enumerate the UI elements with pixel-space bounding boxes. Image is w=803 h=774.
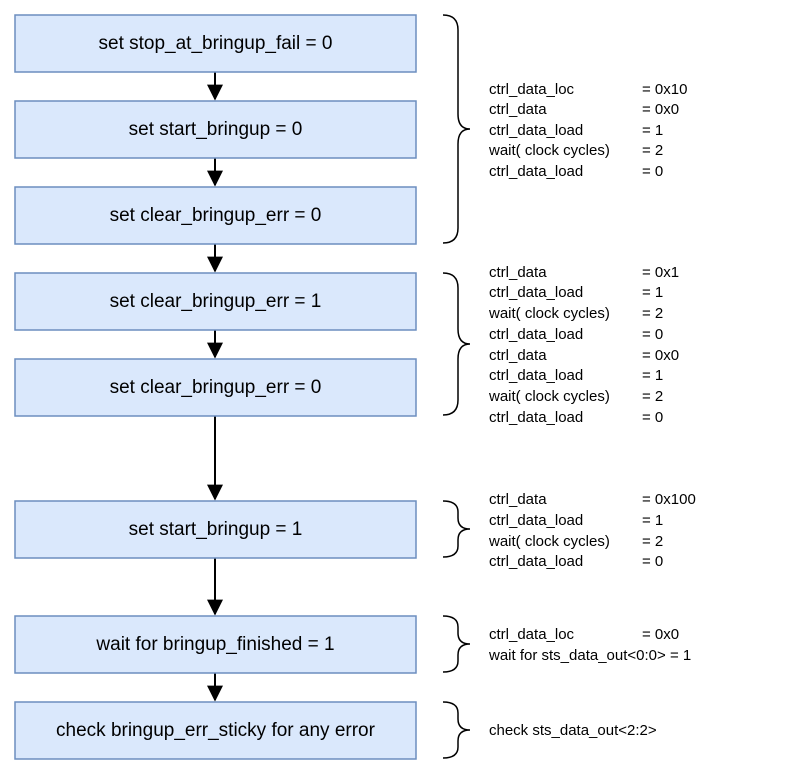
step-box-1: set stop_at_bringup_fail = 0 [14, 14, 417, 73]
note-value: = 0x0 [642, 101, 679, 118]
note-name: check sts_data_out<2:2> [489, 722, 657, 739]
note-value: = 1 [642, 284, 663, 301]
step-box-8: check bringup_err_sticky for any error [14, 701, 417, 760]
note-name: wait( clock cycles) [488, 388, 610, 405]
note-value: = 0 [642, 163, 663, 180]
step-box-2: set start_bringup = 0 [14, 100, 417, 159]
note-name: ctrl_data_loc [489, 626, 575, 643]
note-value: = 1 [642, 512, 663, 529]
brace-3 [442, 500, 471, 558]
note-value: = 0x100 [642, 491, 696, 508]
step-box-5: set clear_bringup_err = 0 [14, 358, 417, 417]
note-value: = 2 [642, 142, 663, 159]
note-name: wait( clock cycles) [488, 533, 610, 550]
note-value: = 2 [642, 533, 663, 550]
step-box-7: wait for bringup_finished = 1 [14, 615, 417, 674]
step-label: set start_bringup = 0 [129, 119, 303, 140]
note-value: = 0x10 [642, 81, 687, 98]
note-name: ctrl_data_load [489, 367, 583, 384]
braces [442, 14, 471, 759]
note-name: ctrl_data [489, 264, 547, 281]
note-block-2: ctrl_data = 0x1 ctrl_data_load = 1 wait(… [488, 264, 679, 426]
note-value: = 0x1 [642, 264, 679, 281]
step-box-4: set clear_bringup_err = 1 [14, 272, 417, 331]
note-name: wait( clock cycles) [488, 305, 610, 322]
note-value: = 2 [642, 388, 663, 405]
note-name: ctrl_data_load [489, 409, 583, 426]
note-name: ctrl_data_loc [489, 81, 575, 98]
step-label: set stop_at_bringup_fail = 0 [99, 33, 333, 54]
brace-4 [442, 615, 471, 673]
note-value: = 1 [642, 367, 663, 384]
step-label: check bringup_err_sticky for any error [56, 720, 376, 741]
step-label: set clear_bringup_err = 0 [110, 377, 322, 398]
note-name: ctrl_data [489, 101, 547, 118]
note-value: = 0x0 [642, 626, 679, 643]
note-name: wait for sts_data_out<0:0> = 1 [488, 647, 691, 664]
note-value: = 0 [642, 326, 663, 343]
step-label: set start_bringup = 1 [129, 519, 303, 540]
brace-2 [442, 272, 471, 416]
note-block-3: ctrl_data = 0x100 ctrl_data_load = 1 wai… [488, 491, 696, 570]
note-block-4: ctrl_data_loc = 0x0 wait for sts_data_ou… [488, 626, 691, 664]
brace-5 [442, 701, 471, 759]
note-name: ctrl_data [489, 347, 547, 364]
note-name: ctrl_data_load [489, 326, 583, 343]
note-name: ctrl_data_load [489, 122, 583, 139]
note-name: ctrl_data_load [489, 284, 583, 301]
note-block-1: ctrl_data_loc = 0x10 ctrl_data = 0x0 ctr… [488, 81, 687, 180]
note-value: = 1 [642, 122, 663, 139]
note-block-5: check sts_data_out<2:2> [489, 722, 657, 739]
step-box-6: set start_bringup = 1 [14, 500, 417, 559]
step-label: set clear_bringup_err = 1 [110, 291, 322, 312]
step-label: set clear_bringup_err = 0 [110, 205, 322, 226]
brace-1 [442, 14, 471, 244]
step-box-3: set clear_bringup_err = 0 [14, 186, 417, 245]
note-name: wait( clock cycles) [488, 142, 610, 159]
note-value: = 0 [642, 409, 663, 426]
note-value: = 2 [642, 305, 663, 322]
step-label: wait for bringup_finished = 1 [95, 634, 334, 655]
note-value: = 0x0 [642, 347, 679, 364]
note-value: = 0 [642, 553, 663, 570]
note-name: ctrl_data_load [489, 512, 583, 529]
note-name: ctrl_data_load [489, 553, 583, 570]
note-name: ctrl_data [489, 491, 547, 508]
note-name: ctrl_data_load [489, 163, 583, 180]
